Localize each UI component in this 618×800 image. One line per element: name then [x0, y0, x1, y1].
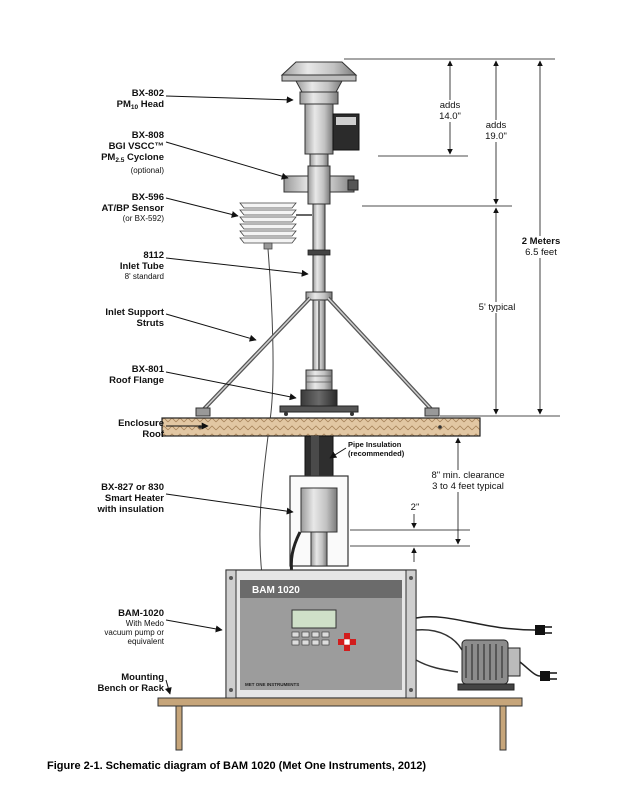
dim-five-ft: 5' typical [470, 302, 524, 313]
label-roof-line1: Enclosure [118, 418, 164, 429]
pm10-head [280, 61, 358, 167]
label-inlet-tube-model: 8112 [143, 250, 164, 261]
arrow-bx808 [165, 141, 289, 180]
vscc-junction [283, 165, 359, 205]
smart-heater [289, 475, 349, 576]
label-struts-line2: Struts [136, 318, 164, 329]
dim-adds-14-line2: 14.0" [439, 111, 461, 122]
arrow-bx801 [165, 371, 297, 401]
roof-flange [279, 369, 359, 416]
arrow-struts [165, 313, 257, 342]
label-roof-line2: Roof [142, 429, 164, 440]
dim-two-meters: 2 Meters 6.5 feet [512, 236, 570, 258]
dim-clearance-line2: 3 to 4 feet typical [432, 481, 504, 492]
figure-caption: Figure 2-1. Schematic diagram of BAM 102… [47, 760, 426, 772]
label-heater: BX-827 or 830 Smart Heater with insulati… [60, 482, 165, 515]
label-bx802: BX-802 PM10 Head [60, 88, 164, 113]
instrument-brand: MET ONE INSTRUMENTS [245, 682, 299, 687]
label-bx808-model: BX-808 [131, 130, 164, 141]
sensor-cable [259, 248, 274, 576]
dim-pipe-insulation: Pipe Insulation (recommended) [348, 440, 424, 458]
label-heater-desc: with insulation [97, 504, 165, 515]
inlet-support-struts [195, 291, 440, 417]
label-bam-model: BAM-1020 [118, 608, 164, 619]
label-bx808: BX-808 BGI VSCC™ PM2.5 Cyclone (optional… [60, 130, 164, 175]
dim-adds-19: adds 19.0" [474, 120, 518, 142]
dim-clearance: 8" min. clearance 3 to 4 feet typical [422, 470, 514, 492]
at-bp-sensor-shield [239, 202, 312, 250]
dim-pipe-insulation-line2: (recommended) [348, 449, 405, 458]
arrow-bam [165, 619, 223, 633]
power-cords [415, 616, 557, 681]
label-bx801-model: BX-801 [131, 364, 164, 375]
dim-adds-14-line1: adds [439, 100, 461, 111]
label-heater-model: BX-827 or 830 [101, 482, 164, 493]
label-bx808-optional: (optional) [130, 166, 164, 175]
bam1020-unit [225, 569, 417, 699]
mounting-bench [157, 697, 523, 751]
label-heater-name: Smart Heater [104, 493, 164, 504]
label-inlet-tube: 8112 Inlet Tube 8' standard [60, 250, 164, 281]
vacuum-pump [415, 629, 521, 691]
arrow-heater [165, 493, 294, 515]
label-bx596-name: AT/BP Sensor [101, 203, 164, 214]
instrument-name: BAM 1020 [252, 585, 300, 596]
label-bx801: BX-801 Roof Flange [60, 364, 164, 386]
dim-adds-14: adds 14.0" [428, 100, 472, 122]
arrow-mounting [164, 679, 172, 695]
label-mounting: Mounting Bench or Rack [60, 672, 164, 694]
label-bx802-model: BX-802 [131, 88, 164, 99]
dim-two-meters-line2: 6.5 feet [525, 247, 557, 258]
label-struts: Inlet Support Struts [60, 307, 164, 329]
enclosure-roof [161, 417, 481, 437]
dim-two-meters-line1: 2 Meters [521, 236, 561, 247]
arrow-inlet-tube [165, 257, 309, 277]
label-bam-line2: With Medo [125, 619, 164, 628]
label-bx596-model: BX-596 [131, 192, 164, 203]
label-bx596: BX-596 AT/BP Sensor (or BX-592) [60, 192, 164, 223]
label-bx808-desc: PM2.5 Cyclone [101, 152, 164, 164]
dim-pipe-insulation-line1: Pipe Insulation [348, 440, 402, 449]
label-roof: Enclosure Roof [60, 418, 164, 440]
dim-clearance-line1: 8" min. clearance [431, 470, 505, 481]
label-bx801-name: Roof Flange [109, 375, 164, 386]
arrow-bx596 [165, 197, 239, 218]
label-struts-line1: Inlet Support [105, 307, 164, 318]
arrow-bx802 [165, 95, 294, 104]
label-bx808-name: BGI VSCC™ [108, 141, 164, 152]
label-inlet-tube-name: Inlet Tube [119, 261, 164, 272]
label-mounting-line2: Bench or Rack [97, 683, 164, 694]
leader-arrows [164, 95, 347, 695]
label-mounting-line1: Mounting [121, 672, 164, 683]
arrow-pipe-insulation [329, 447, 347, 459]
label-inlet-tube-length: 8' standard [124, 272, 164, 281]
label-bam-line3: vacuum pump or [104, 628, 164, 637]
label-bx802-desc: PM10 Head [116, 99, 164, 111]
dim-adds-19-line2: 19.0" [485, 131, 507, 142]
label-bam-line4: equivalent [127, 637, 164, 646]
cyclone-body [332, 113, 360, 151]
dim-adds-19-line1: adds [485, 120, 507, 131]
label-bam: BAM-1020 With Medo vacuum pump or equiva… [60, 608, 164, 646]
dim-two-inch: 2" [410, 502, 420, 513]
label-bx596-alt: (or BX-592) [122, 214, 164, 223]
